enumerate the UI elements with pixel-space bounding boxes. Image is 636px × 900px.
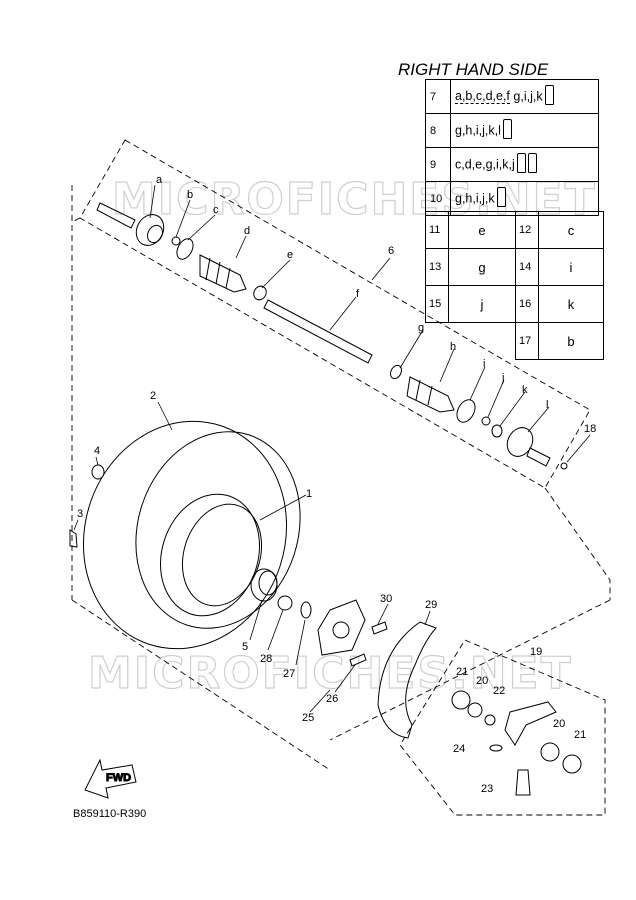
band-e <box>253 285 267 301</box>
kit-codes: g,h,i,j,k <box>450 181 599 216</box>
circlip-j <box>481 416 491 426</box>
reference-code: B859110-R390 <box>73 808 147 820</box>
label-f: f <box>356 288 360 300</box>
kit-row: 10 g,h,i,j,k <box>425 181 599 216</box>
kit-number: 8 <box>425 113 451 148</box>
tire-2 <box>82 420 301 650</box>
svg-text:FWD: FWD <box>106 772 131 784</box>
label-k: k <box>522 384 528 396</box>
wheel-rim-1 <box>159 493 263 617</box>
circlip-18 <box>560 462 568 470</box>
single-row: 13 g 14 i <box>425 248 604 286</box>
washer-28 <box>277 595 293 611</box>
label-24: 24 <box>453 743 465 755</box>
label-1: 1 <box>306 488 312 500</box>
label-27: 27 <box>283 668 295 680</box>
knuckle-assembly-outline <box>399 639 606 816</box>
brake-disc-29 <box>377 621 437 739</box>
label-20b: 20 <box>553 718 565 730</box>
kit-number: 9 <box>425 147 451 182</box>
label-29: 29 <box>425 599 437 611</box>
kit-row: 9 c,d,e,g,i,k,j <box>425 147 599 182</box>
label-c: c <box>213 204 219 216</box>
label-i: i <box>483 358 485 370</box>
band-k <box>491 424 503 438</box>
label-2: 2 <box>150 390 156 402</box>
part-labels: a b c d e f g h i j k l 6 18 2 1 4 3 5 2… <box>77 174 596 795</box>
shaft-f <box>263 299 373 364</box>
label-21a: 21 <box>456 666 468 678</box>
label-j: j <box>501 372 504 384</box>
kit-number: 7 <box>425 79 451 114</box>
boot-d <box>199 254 247 293</box>
grease-bottle-icon <box>496 186 506 207</box>
label-21b: 21 <box>574 729 586 741</box>
circlip-b <box>171 236 181 246</box>
nut-4 <box>91 464 105 480</box>
label-d: d <box>244 225 250 237</box>
label-e: e <box>287 249 293 261</box>
grease-bottle-icon <box>502 118 512 139</box>
grease-bottle-icon <box>544 84 554 105</box>
cv-joint-inner-l <box>506 427 551 467</box>
single-row: 17 b <box>426 322 604 360</box>
label-28: 28 <box>260 653 272 665</box>
label-30: 30 <box>380 593 392 605</box>
label-g: g <box>418 322 424 334</box>
cv-joint-outer-a <box>96 202 165 246</box>
kit-codes: a,b,c,d,e,f g,i,j,k <box>450 79 599 114</box>
grease-bottle-icon <box>516 152 526 173</box>
label-b: b <box>187 189 193 201</box>
hub-group-outline <box>71 599 611 771</box>
label-6: 6 <box>388 245 394 257</box>
label-25: 25 <box>302 712 314 724</box>
boot-h <box>406 376 455 413</box>
band-c <box>176 238 194 260</box>
bolt-30 <box>371 621 388 635</box>
label-l: l <box>546 399 548 411</box>
bearing-5 <box>250 568 278 602</box>
single-row: 15 j 16 k <box>425 285 604 323</box>
kit-codes: c,d,e,g,i,k,j <box>450 147 599 182</box>
knuckle-parts <box>451 690 582 796</box>
bolt-26 <box>349 653 367 667</box>
kit-row: 7 a,b,c,d,e,f g,i,j,k <box>425 79 599 114</box>
hub-25 <box>317 599 366 656</box>
page-title: RIGHT HAND SIDE <box>398 60 549 79</box>
label-26: 26 <box>326 693 338 705</box>
single-parts-table: 11 e 12 c 13 g 14 i 15 j 16 k 17 b <box>425 211 604 360</box>
label-3: 3 <box>77 508 83 520</box>
label-5: 5 <box>242 641 248 653</box>
leader-lines <box>73 184 591 713</box>
shaft-assembly-outline <box>79 139 591 489</box>
label-22: 22 <box>493 685 505 697</box>
fwd-arrow-icon: FWD <box>84 758 137 799</box>
kit-table: 7 a,b,c,d,e,f g,i,j,k 8 g,h,i,j,k,l 9 c,… <box>425 79 599 216</box>
clip-g <box>389 364 403 380</box>
kit-row: 8 g,h,i,j,k,l <box>425 113 599 148</box>
grease-bottle-icon <box>527 152 537 173</box>
label-18: 18 <box>584 423 596 435</box>
label-19: 19 <box>530 646 542 658</box>
label-20a: 20 <box>476 675 488 687</box>
kit-codes: g,h,i,j,k,l <box>450 113 599 148</box>
valve-3 <box>69 529 78 548</box>
single-row: 11 e 12 c <box>425 211 604 249</box>
label-4: 4 <box>94 445 100 457</box>
label-a: a <box>156 174 163 186</box>
washer-27 <box>300 601 312 619</box>
band-i <box>456 399 476 423</box>
label-23: 23 <box>481 783 493 795</box>
